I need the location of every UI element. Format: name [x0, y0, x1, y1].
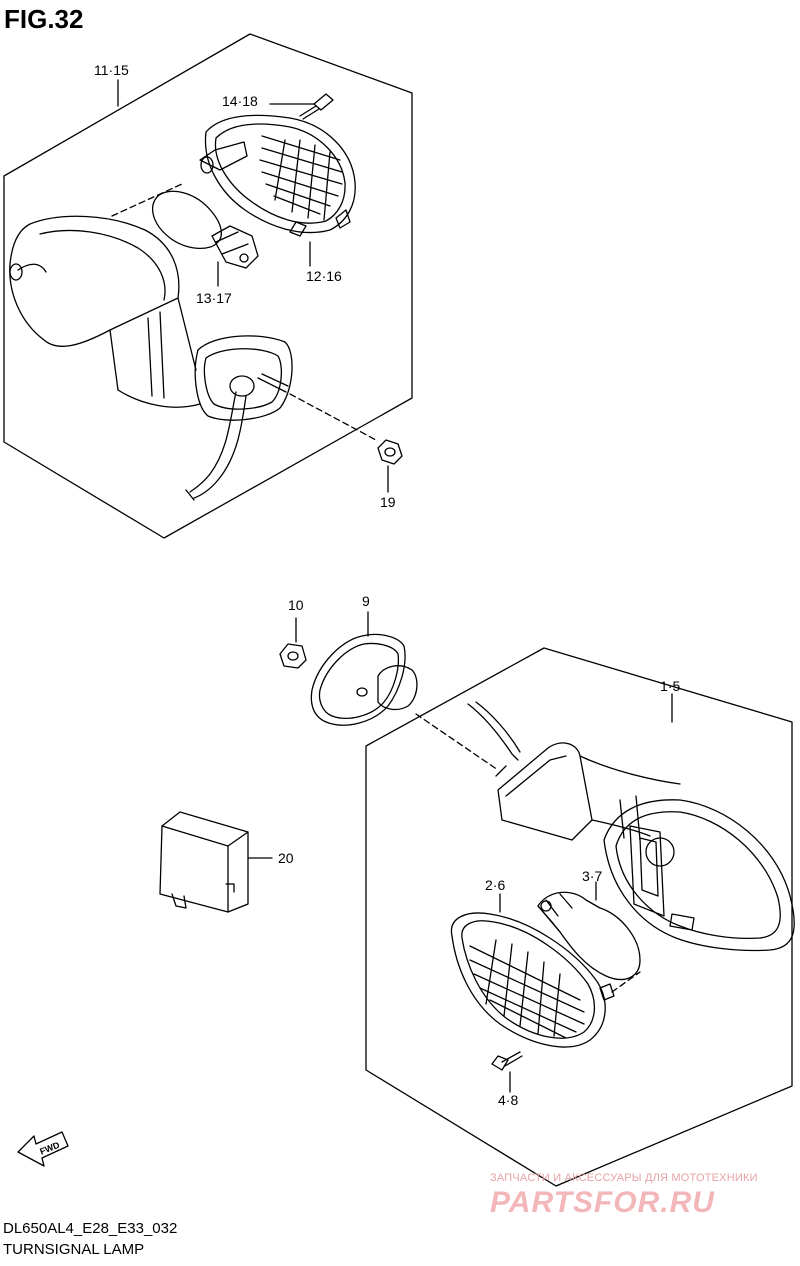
upper-guide-lines	[111, 183, 377, 441]
upper-nut	[377, 439, 403, 465]
callout-10: 10	[288, 597, 304, 613]
lower-housing	[467, 701, 795, 952]
callout-13-17: 13·17	[196, 290, 232, 306]
watermark-brand: PARTSFOR.RU	[490, 1186, 715, 1219]
upper-housing	[9, 215, 293, 501]
callout-11-15: 11·15	[94, 62, 129, 78]
lower-screw	[491, 1051, 523, 1093]
section-name: TURNSIGNAL LAMP	[3, 1241, 145, 1258]
figure-title: FIG.32	[4, 4, 84, 34]
upper-assembly-outline	[3, 33, 413, 539]
lower-guide-lines	[415, 713, 641, 993]
mid-gasket	[310, 611, 418, 726]
fwd-arrow-icon: FWD	[17, 1131, 69, 1167]
callout-1-5: 1·5	[660, 678, 681, 694]
callout-19: 19	[380, 494, 396, 510]
mid-nut	[279, 617, 307, 669]
callout-2-6: 2·6	[485, 877, 506, 893]
callout-12-16: 12·16	[306, 268, 342, 284]
model-code: DL650AL4_E28_E33_032	[3, 1220, 178, 1237]
watermark-tagline: ЗАПЧАСТИ И АКСЕССУАРЫ ДЛЯ МОТОТЕХНИКИ	[490, 1172, 758, 1184]
lower-bulb	[537, 881, 641, 981]
callout-14-18: 14·18	[222, 93, 258, 109]
lower-lens	[450, 893, 615, 1048]
lower-assembly-outline	[365, 647, 793, 1187]
callout-3-7: 3·7	[582, 868, 603, 884]
upper-lens	[199, 114, 356, 237]
upper-bulb	[152, 190, 259, 287]
callout-9: 9	[362, 593, 370, 609]
relay-unit	[159, 811, 273, 913]
callout-20: 20	[278, 850, 294, 866]
callout-4-8: 4·8	[498, 1092, 519, 1108]
upper-screw	[269, 93, 334, 120]
